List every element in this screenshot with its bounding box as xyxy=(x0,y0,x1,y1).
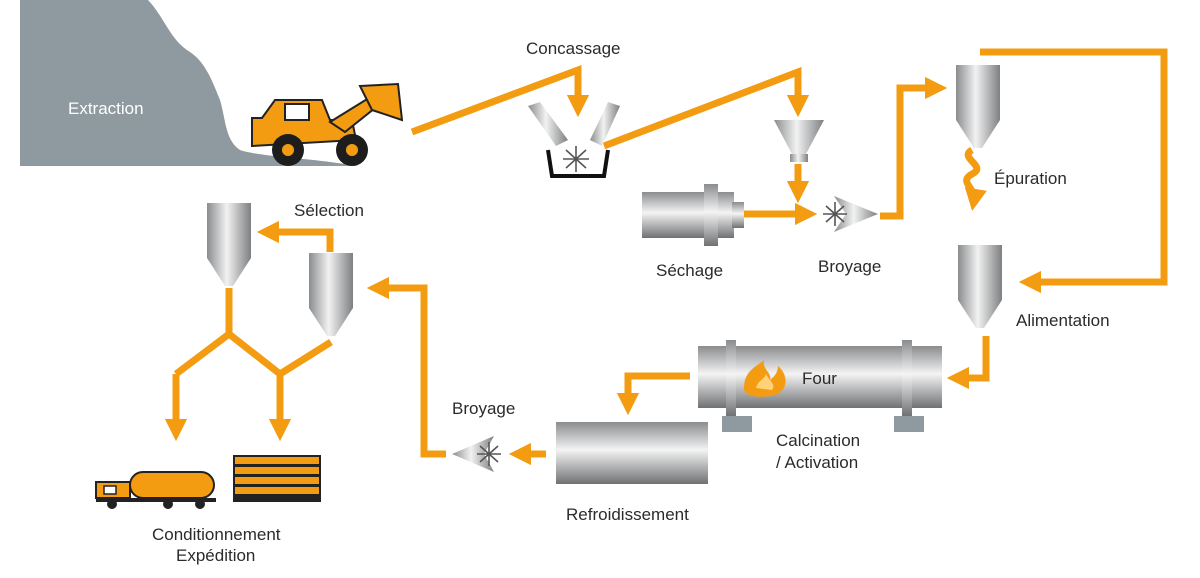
storage-silo-icon xyxy=(207,203,251,286)
label-expedition: Expédition xyxy=(176,546,255,565)
label-concassage: Concassage xyxy=(526,39,621,58)
grinder-icon xyxy=(823,196,878,232)
label-conditionnement: Conditionnement xyxy=(152,525,281,544)
label-four: Four xyxy=(802,369,837,388)
selection-silo-icon xyxy=(309,253,353,336)
feed-silo-icon xyxy=(958,245,1002,328)
wheel-loader-icon xyxy=(251,82,404,166)
label-sechage: Séchage xyxy=(656,261,723,280)
flow-arrows xyxy=(164,48,1168,466)
bag-pallet-icon xyxy=(233,455,321,502)
label-extraction: Extraction xyxy=(68,99,144,118)
label-selection: Sélection xyxy=(294,201,364,220)
grinder-2-icon xyxy=(452,436,501,472)
crusher-icon xyxy=(528,102,620,178)
rotary-kiln-icon xyxy=(698,340,942,432)
rotary-dryer-icon xyxy=(642,184,744,246)
silo-icon xyxy=(956,65,1000,148)
feed-hopper-icon xyxy=(774,120,824,162)
label-alimentation: Alimentation xyxy=(1016,311,1110,330)
label-calcination: Calcination xyxy=(776,431,860,450)
label-epuration: Épuration xyxy=(994,169,1067,188)
flame-icon xyxy=(744,360,786,397)
tanker-truck-icon xyxy=(95,471,216,509)
label-broyage-2: Broyage xyxy=(452,399,515,418)
rock-quarry-icon xyxy=(20,0,360,166)
cooler-icon xyxy=(556,422,708,484)
label-broyage-1: Broyage xyxy=(818,257,881,276)
label-refroidissement: Refroidissement xyxy=(566,505,689,524)
label-activation: / Activation xyxy=(776,453,858,472)
